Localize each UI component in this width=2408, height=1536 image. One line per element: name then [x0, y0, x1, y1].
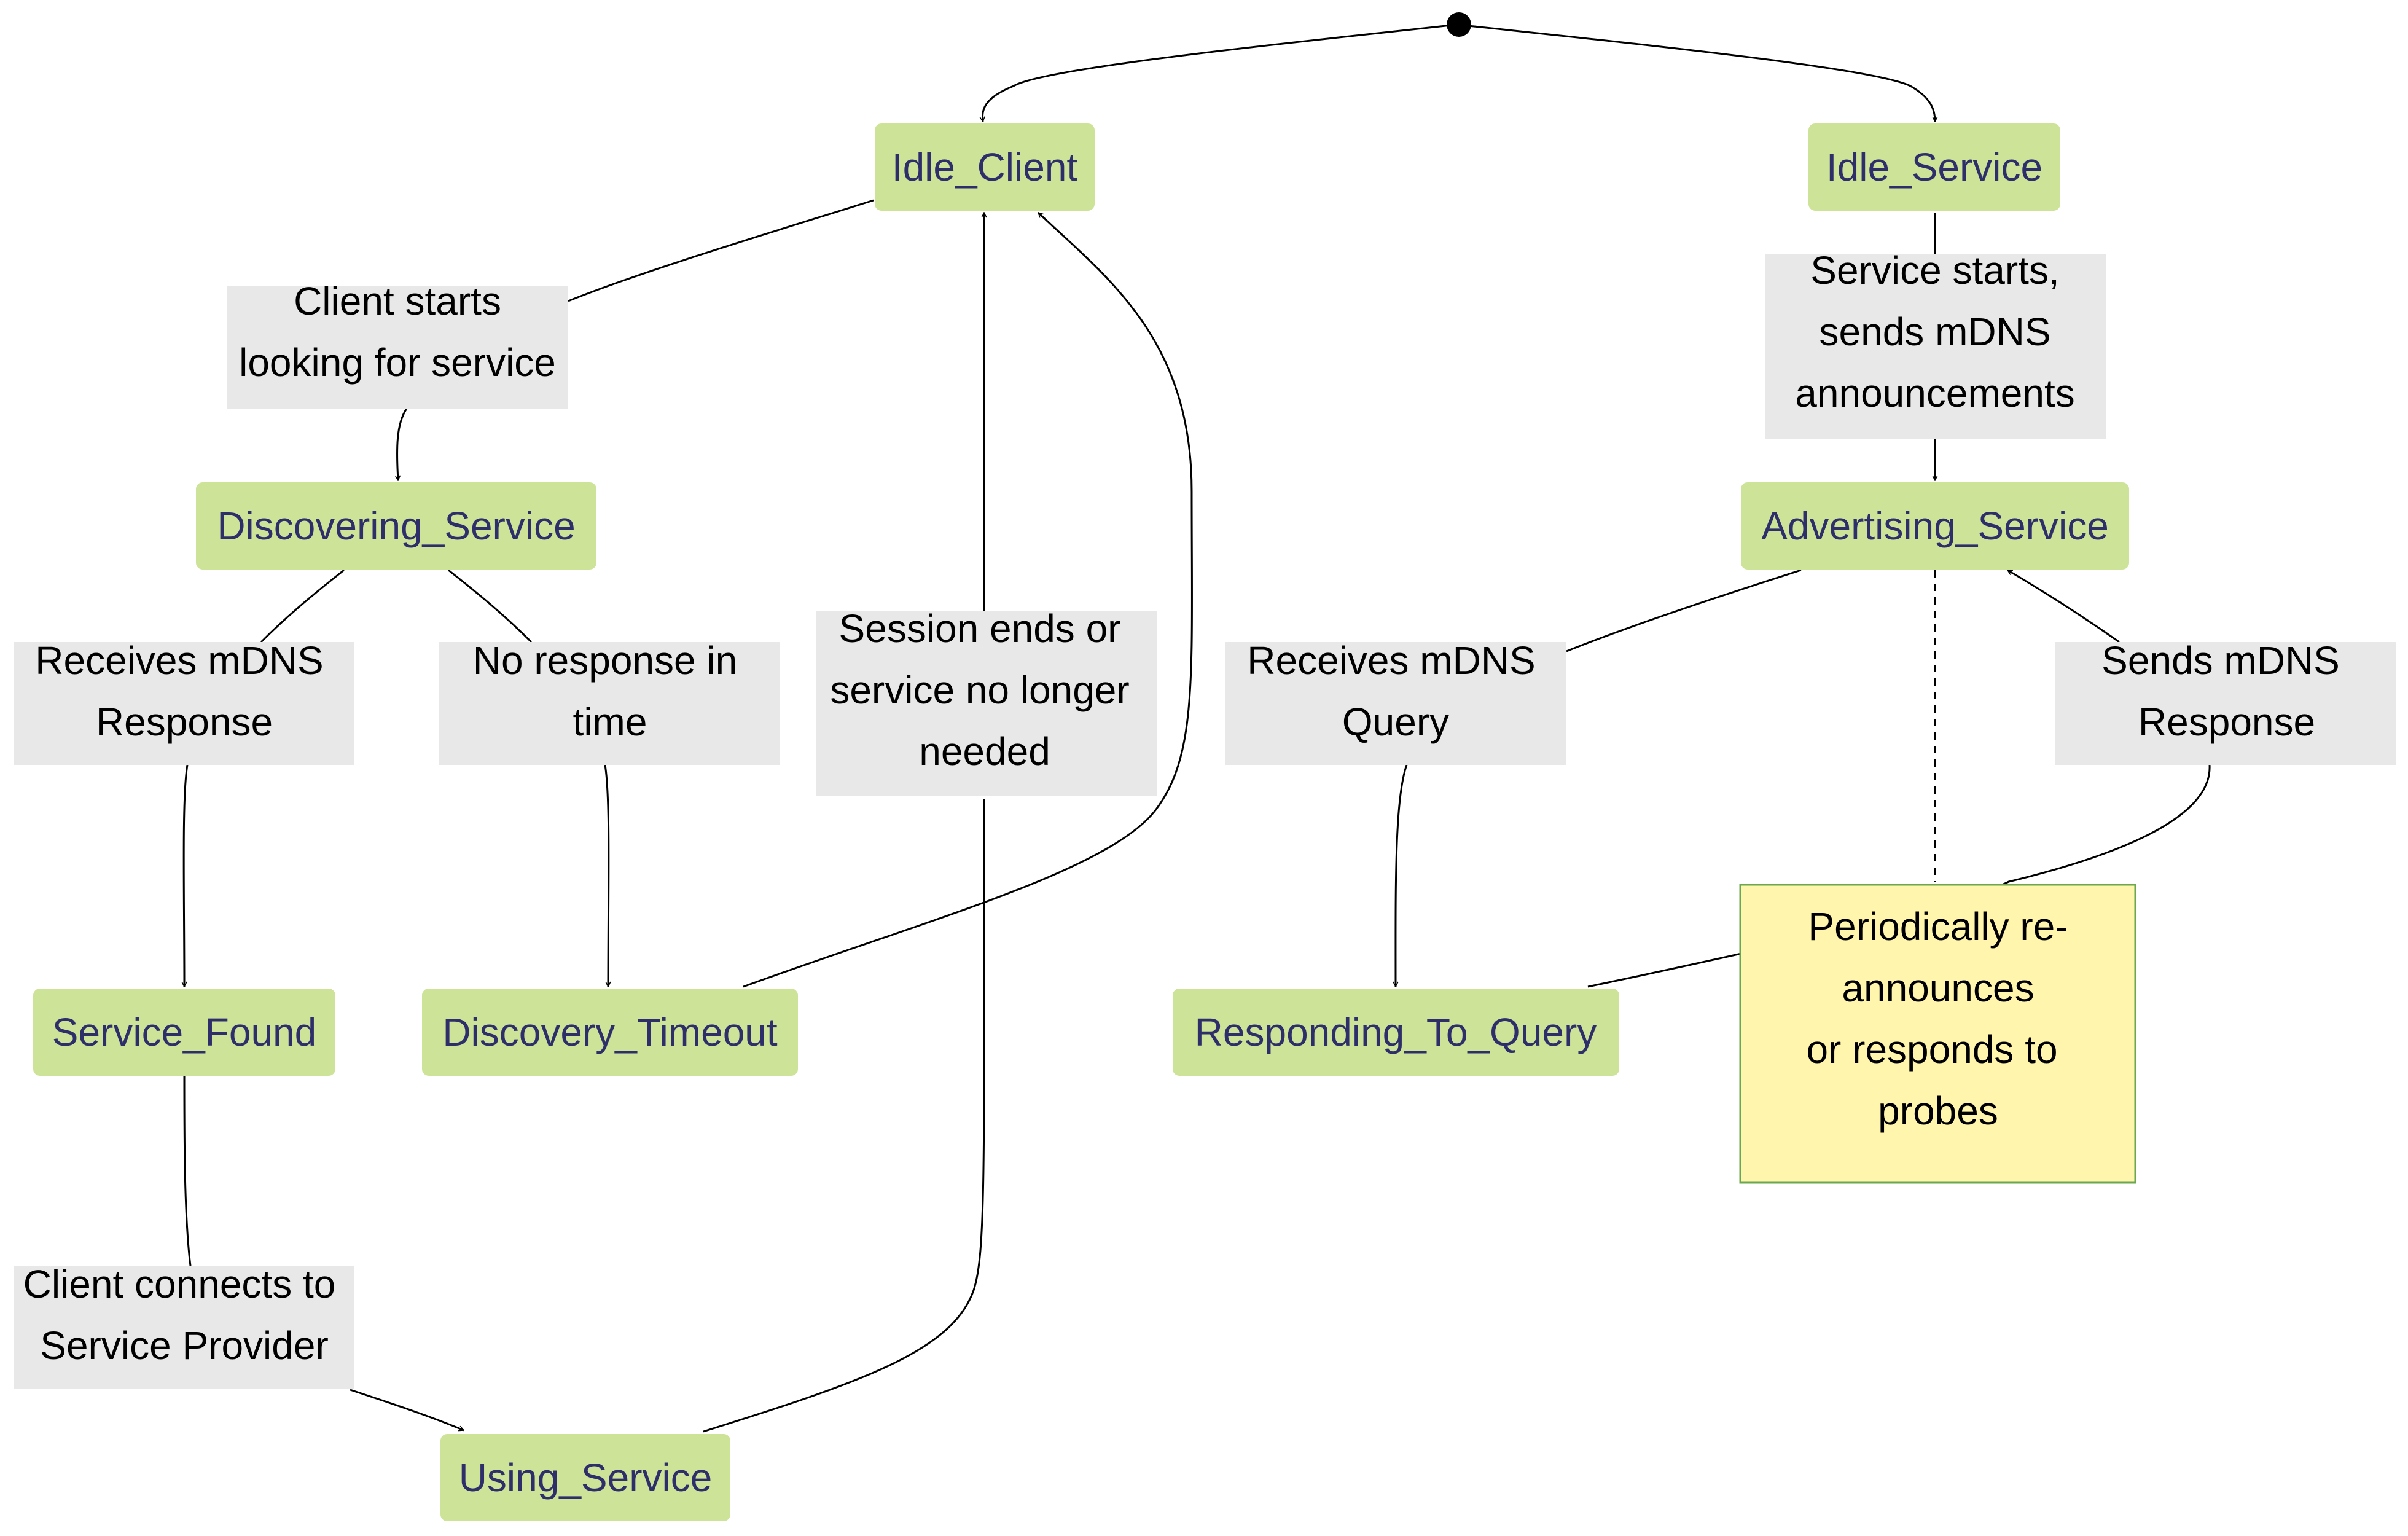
label-client-connects-line-1: Client connects to [23, 1262, 336, 1306]
transition-label-receives-query: Receives mDNS Query [1226, 638, 1566, 765]
edge-found-to-connects-label [183, 1076, 192, 1266]
transition-label-sends-response: Sends mDNS Response [2055, 638, 2396, 765]
edge-discovering-to-no-response-label [448, 569, 533, 643]
label-no-response-line-1: No response in [473, 638, 737, 683]
transition-label-client-connects: Client connects to Service Provider [14, 1262, 354, 1389]
note-line-2: announces [1842, 966, 2034, 1010]
edge-idle-client-to-label [568, 199, 874, 302]
state-idle-client: Idle_Client [875, 123, 1095, 211]
transition-label-session-ends: Session ends or service no longer needed [816, 606, 1157, 796]
label-client-starts-line-2: looking for service [239, 340, 556, 385]
transition-label-client-starts: Client starts looking for service [227, 279, 568, 409]
edge-no-response-to-timeout [604, 764, 609, 987]
note-box: Periodically re- announces or responds t… [1739, 884, 2136, 1184]
state-label-using-service: Using_Service [459, 1456, 713, 1500]
label-session-ends-line-2: service no longer [830, 668, 1129, 712]
label-sends-response-line-2: Response [2138, 700, 2315, 744]
state-label-discovery-timeout: Discovery_Timeout [442, 1010, 778, 1054]
label-sends-response-line-1: Sends mDNS [2101, 638, 2340, 683]
label-service-starts-line-2: sends mDNS [1820, 310, 2051, 354]
label-client-starts-line-1: Client starts [294, 279, 501, 323]
edge-using-to-session-label [703, 798, 985, 1433]
edge-label-to-discovering [397, 408, 408, 480]
note-line-1: Periodically re- [1808, 904, 2068, 949]
state-idle-service: Idle_Service [1808, 123, 2060, 211]
transition-label-no-response: No response in time [439, 638, 780, 765]
label-service-starts-line-1: Service starts, [1810, 248, 2059, 292]
state-using-service: Using_Service [440, 1434, 730, 1521]
label-no-response-line-2: time [573, 700, 647, 744]
state-label-idle-client: Idle_Client [892, 145, 1078, 189]
label-client-connects-line-2: Service Provider [40, 1323, 329, 1368]
start-node [1447, 12, 1471, 37]
transition-label-service-starts: Service starts, sends mDNS announcements [1765, 248, 2106, 439]
label-session-ends-line-1: Session ends or [839, 606, 1121, 651]
note-line-4: probes [1878, 1089, 1998, 1133]
edge-connects-label-to-using [350, 1389, 464, 1432]
label-receives-response-line-2: Response [96, 700, 273, 744]
edge-start-idle-service [1456, 23, 1935, 122]
transition-label-receives-response: Receives mDNS Response [14, 638, 354, 765]
state-label-service-found: Service_Found [52, 1010, 316, 1054]
label-receives-query-line-2: Query [1342, 700, 1449, 744]
state-service-found: Service_Found [33, 989, 335, 1076]
edge-query-label-to-responding [1396, 764, 1408, 987]
state-label-advertising-service: Advertising_Service [1761, 504, 2109, 548]
label-session-ends-line-3: needed [919, 729, 1050, 774]
edge-timeout-to-idle-client [743, 213, 1193, 988]
state-label-discovering-service: Discovering_Service [217, 504, 575, 548]
edge-advertising-to-query-label [1566, 569, 1802, 652]
label-service-starts-line-3: announcements [1795, 371, 2074, 415]
state-advertising-service: Advertising_Service [1741, 482, 2129, 570]
label-receives-response-line-1: Receives mDNS [35, 638, 323, 683]
state-label-idle-service: Idle_Service [1826, 145, 2043, 189]
state-discovering-service: Discovering_Service [196, 482, 596, 570]
state-label-responding-to-query: Responding_To_Query [1195, 1010, 1597, 1054]
label-receives-query-line-1: Receives mDNS [1247, 638, 1535, 683]
note-line-3: or responds to [1806, 1027, 2057, 1072]
edge-start-idle-client [983, 23, 1458, 122]
edge-discovering-to-receives-label [260, 569, 345, 643]
state-responding-to-query: Responding_To_Query [1173, 989, 1619, 1076]
edge-sends-label-to-advertising [2007, 569, 2120, 643]
edge-receives-to-service-found [184, 764, 189, 987]
state-discovery-timeout: Discovery_Timeout [422, 989, 798, 1076]
